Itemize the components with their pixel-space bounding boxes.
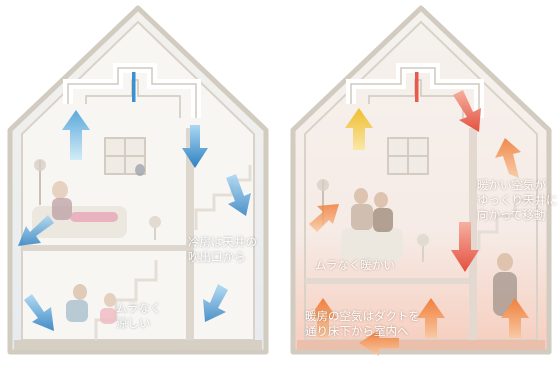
cool-air-arrow-icon — [24, 294, 54, 331]
cooling-even-label: ムラなく 涼しい — [116, 301, 162, 330]
heating-house-illustration — [290, 5, 552, 356]
warm-air-arrow-icon — [345, 108, 373, 150]
mid-floor — [22, 245, 192, 251]
floor-slab — [14, 340, 262, 350]
warm-air-arrow-icon — [501, 298, 529, 338]
cool-air-arrow-icon — [203, 284, 228, 322]
cool-air-arrow-icon — [226, 174, 251, 216]
cooling-house-illustration — [7, 5, 269, 355]
cool-air-arrow-icon — [182, 125, 208, 168]
warm-air-arrow-icon — [359, 330, 399, 356]
cooling-outlet-label: 冷房は天井の 吹出口から — [188, 235, 257, 264]
warm-air-arrow-icon — [309, 204, 339, 232]
warm-air-arrow-icon — [417, 298, 445, 338]
duct-outlet-icon — [132, 72, 136, 102]
cool-air-arrow-icon — [18, 215, 54, 246]
warm-air-arrow-icon — [453, 90, 481, 132]
warm-air-arrow-icon — [451, 222, 479, 272]
cool-air-arrow-icon — [62, 110, 90, 160]
duct-outlet-icon — [415, 72, 419, 102]
cooling-house: ムラなく 涼しい 冷房は天井の 吹出口から — [0, 0, 276, 369]
warm-air-arrow-icon — [309, 298, 337, 338]
heating-rise-label: 暖かい空気が ゆっくり天井に 向かって移動 — [477, 178, 558, 222]
interior-wall — [186, 128, 194, 340]
heating-duct-label: 暖房の空気はダクトを 通り床下から室内へ — [305, 309, 420, 338]
heating-even-label: ムラなく暖かい — [315, 258, 395, 272]
heating-house: ムラなく暖かい 暖かい空気が ゆっくり天井に 向かって移動 暖房の空気はダクトを… — [283, 0, 559, 369]
warm-air-arrow-icon — [495, 138, 521, 178]
